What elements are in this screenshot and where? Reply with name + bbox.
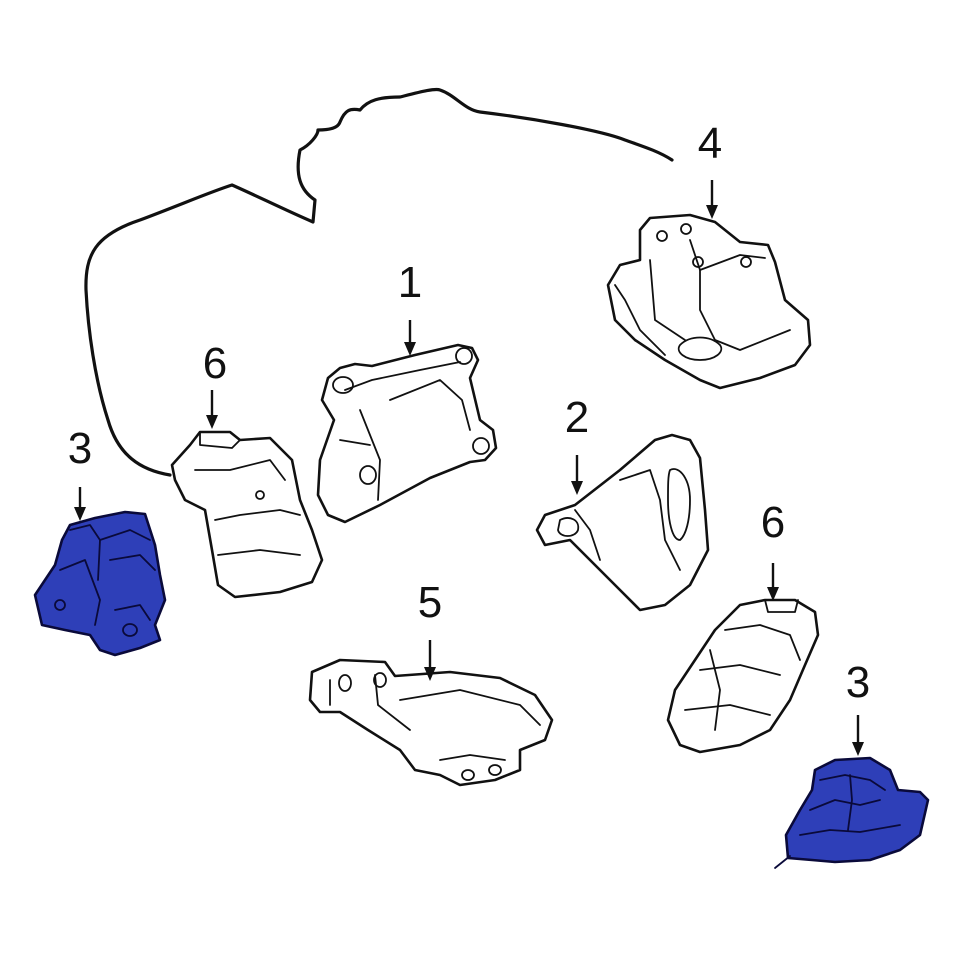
callout-6-right: 6 bbox=[761, 498, 785, 547]
part-5-bracket bbox=[308, 658, 554, 787]
arrow-3-left bbox=[74, 487, 86, 521]
part-1-bracket bbox=[316, 343, 498, 524]
part-6-mount-left bbox=[170, 430, 324, 599]
arrow-2 bbox=[571, 455, 583, 495]
callout-5: 5 bbox=[418, 578, 442, 627]
part-2-bracket bbox=[535, 433, 710, 612]
arrow-6-left bbox=[206, 390, 218, 429]
callout-6-left: 6 bbox=[203, 339, 227, 388]
part-3-mount-right bbox=[774, 756, 930, 869]
callout-3-left: 3 bbox=[68, 424, 92, 473]
part-3-mount-left bbox=[33, 510, 167, 657]
callout-arrows bbox=[74, 180, 864, 756]
arrow-5 bbox=[424, 640, 436, 681]
arrow-4 bbox=[706, 180, 718, 219]
arrow-6-right bbox=[767, 563, 779, 601]
arrow-1 bbox=[404, 320, 416, 356]
callout-1: 1 bbox=[398, 258, 422, 307]
callout-3-right: 3 bbox=[846, 658, 870, 707]
arrow-3-right bbox=[852, 715, 864, 756]
callout-labels: 1 2 3 3 4 5 6 6 bbox=[68, 119, 870, 707]
part-4-mount bbox=[606, 213, 812, 390]
engine-outline bbox=[84, 87, 674, 477]
part-6-mount-right bbox=[666, 598, 820, 754]
callout-4: 4 bbox=[698, 119, 722, 168]
callout-2: 2 bbox=[565, 393, 589, 442]
